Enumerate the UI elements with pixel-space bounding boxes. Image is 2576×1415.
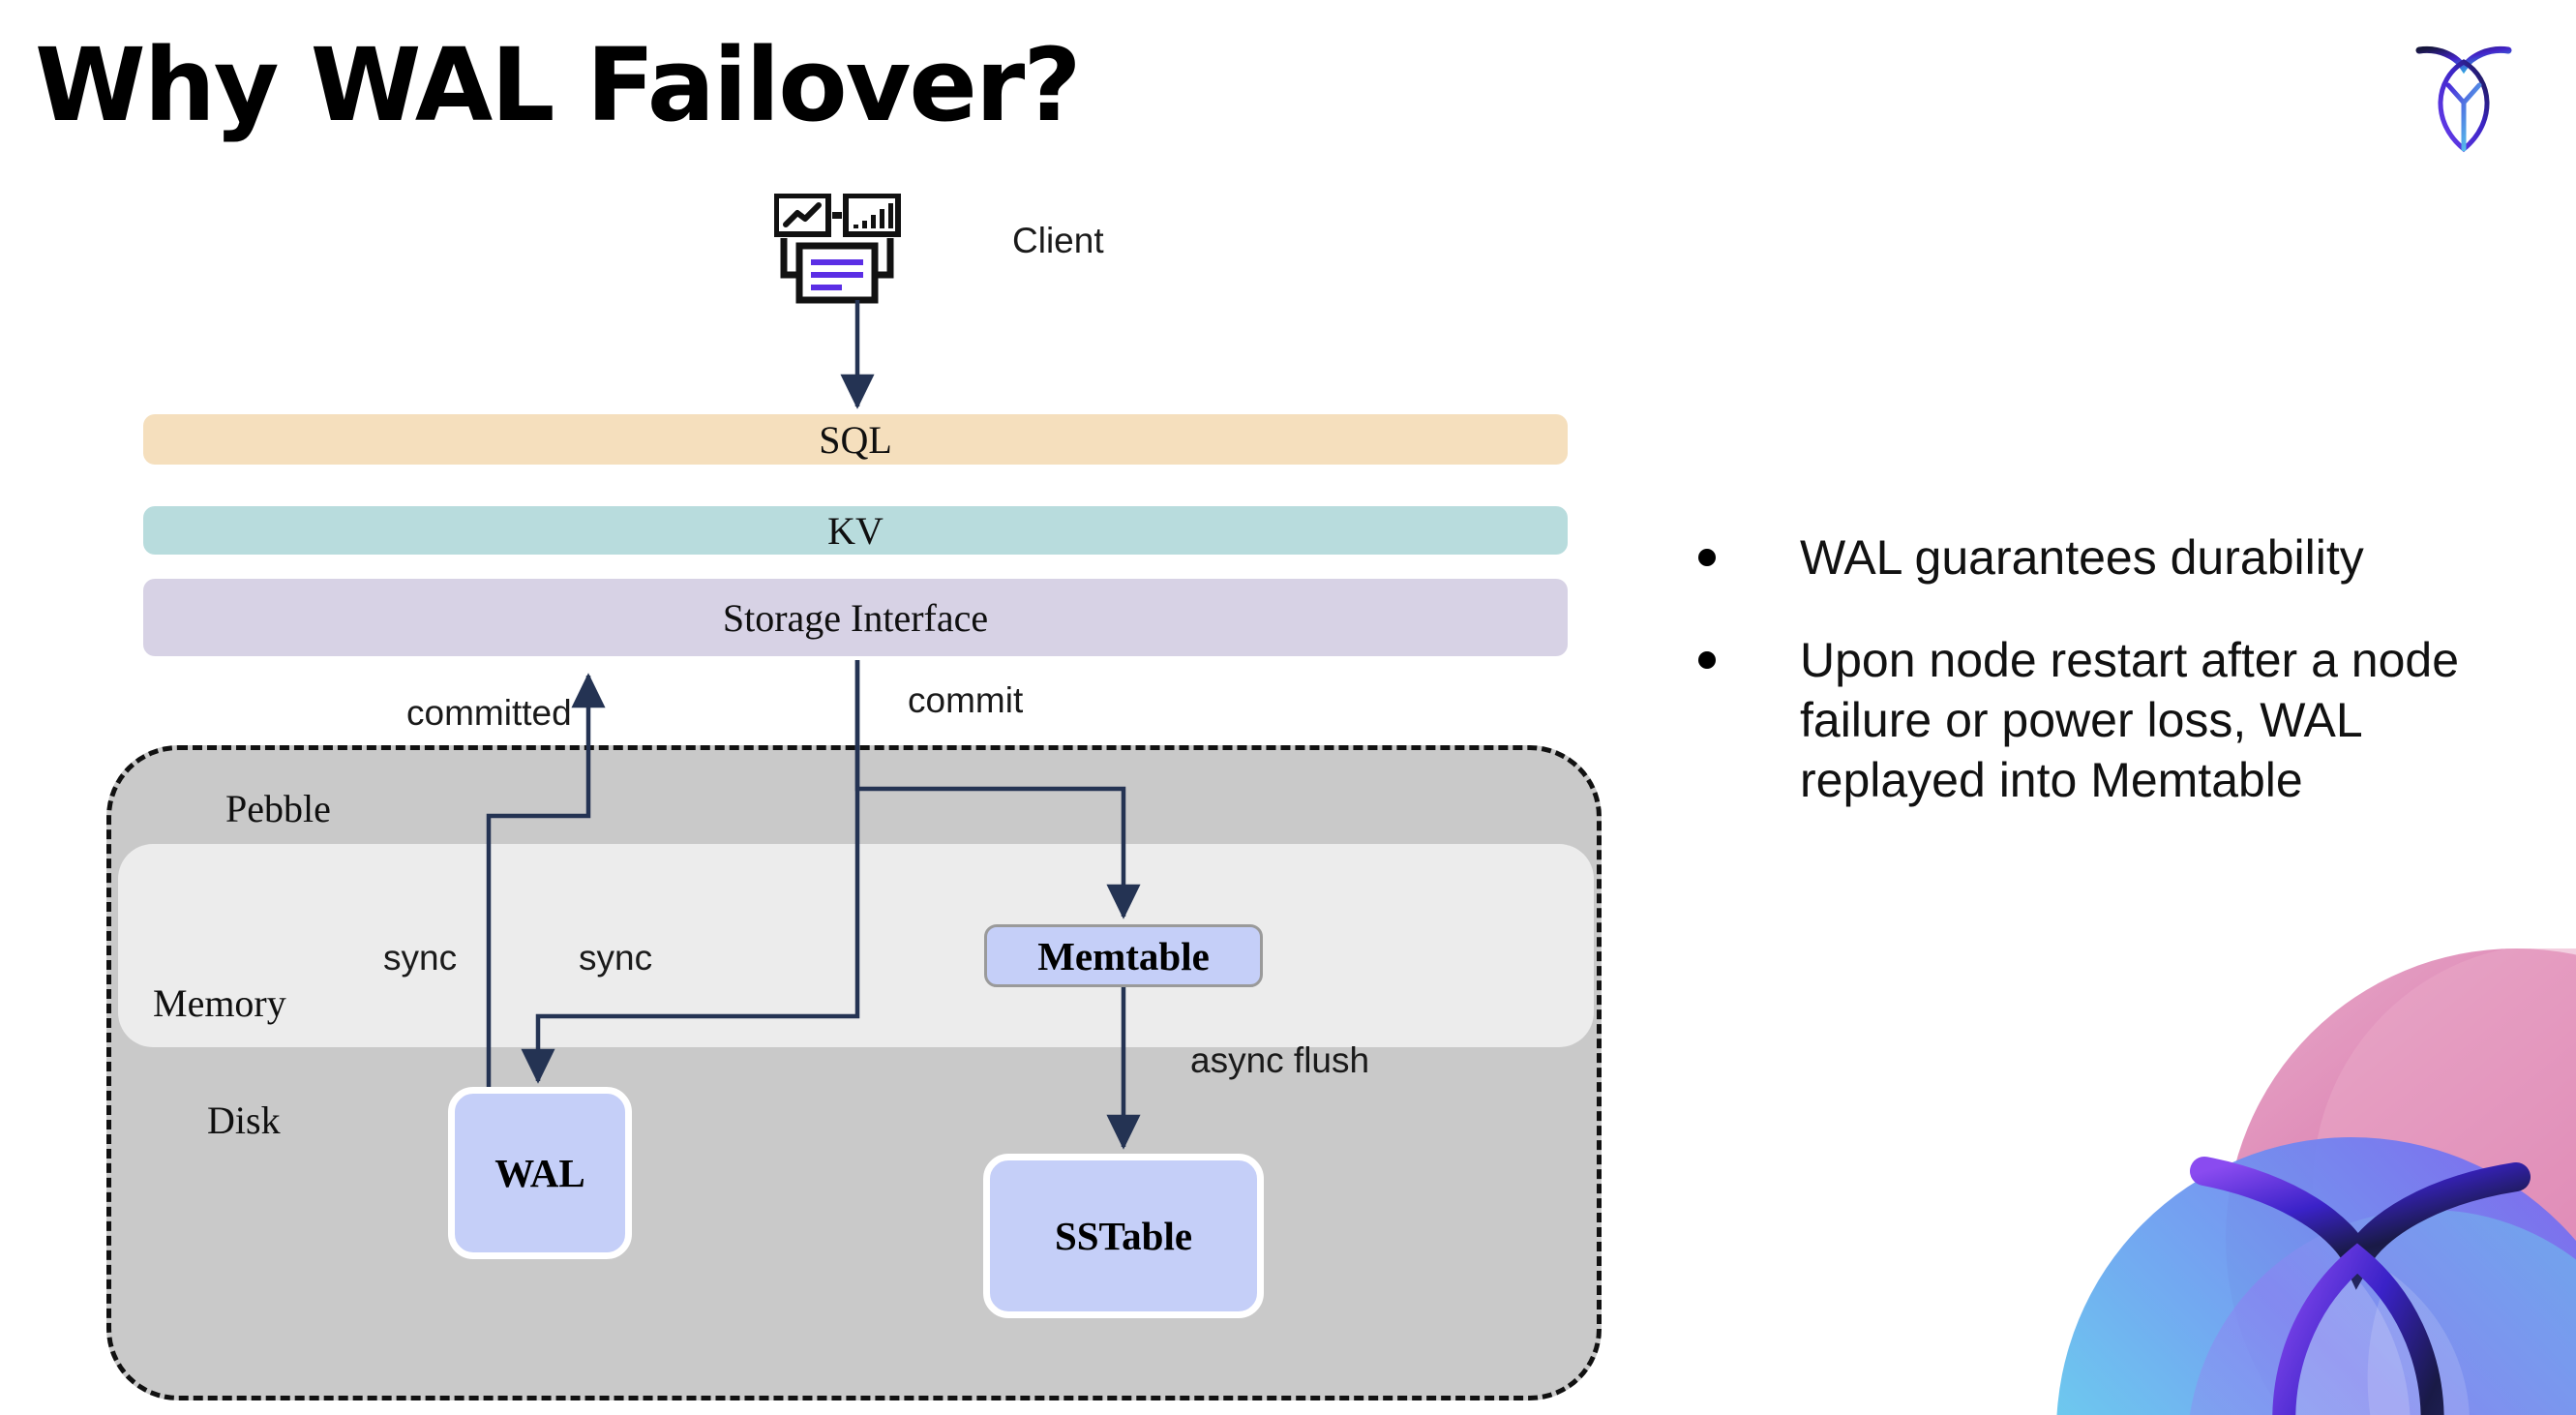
node-wal: WAL — [448, 1087, 632, 1259]
edge-label-sync-left: sync — [383, 938, 458, 978]
edge-label-async-flush: async flush — [1190, 1040, 1370, 1080]
node-memtable: Memtable — [984, 924, 1263, 987]
node-sstable-label: SSTable — [1054, 1214, 1193, 1258]
list-item: WAL guarantees durability — [1698, 527, 2540, 587]
layer-bar-storage-interface-label: Storage Interface — [722, 595, 989, 640]
brand-watermark-decoration — [1974, 948, 2576, 1415]
memory-zone — [118, 844, 1594, 1047]
layer-bar-sql: SQL — [143, 414, 1568, 465]
memory-zone-label: Memory — [153, 981, 286, 1025]
node-wal-label: WAL — [494, 1151, 585, 1195]
client-dashboard-icon — [773, 193, 929, 310]
page-title: Why WAL Failover? — [35, 26, 1082, 144]
edge-label-commit: commit — [908, 680, 1024, 720]
pebble-container-label: Pebble — [225, 787, 331, 830]
bullet-text: Upon node restart after a node failure o… — [1800, 633, 2460, 807]
node-sstable: SSTable — [983, 1154, 1264, 1318]
client-label: Client — [1012, 221, 1104, 260]
layer-bar-sql-label: SQL — [819, 417, 892, 462]
edge-label-committed: committed — [406, 693, 572, 733]
cockroach-labs-logo-icon — [2406, 33, 2522, 153]
layer-bar-kv: KV — [143, 506, 1568, 555]
disk-zone-label: Disk — [207, 1099, 281, 1142]
bullet-list: WAL guarantees durability Upon node rest… — [1698, 527, 2540, 853]
layer-bar-kv-label: KV — [827, 508, 884, 553]
list-item: Upon node restart after a node failure o… — [1698, 630, 2540, 810]
layer-bar-storage-interface: Storage Interface — [143, 579, 1568, 656]
edge-label-sync-right: sync — [579, 938, 653, 978]
bullet-dot-icon — [1698, 651, 1716, 669]
bullet-text: WAL guarantees durability — [1800, 530, 2364, 585]
node-memtable-label: Memtable — [1037, 933, 1210, 978]
bullet-dot-icon — [1698, 549, 1716, 566]
